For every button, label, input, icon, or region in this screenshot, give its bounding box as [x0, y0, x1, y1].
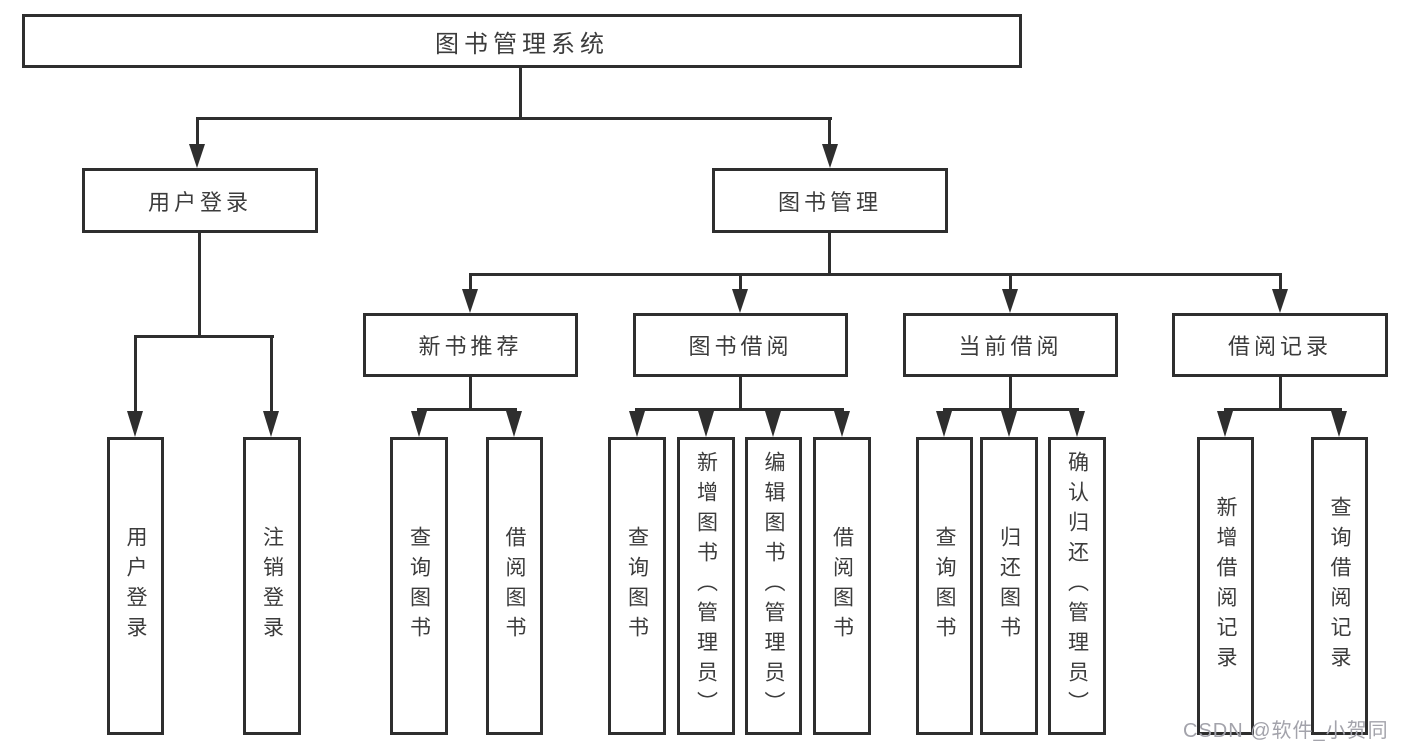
node-borrowing-records: 借阅记录 [1172, 313, 1388, 377]
node-book-management: 图书管理 [712, 168, 948, 233]
arrowhead-current-return-books [1001, 411, 1017, 437]
leaf-logout: 注销登录 [243, 437, 301, 735]
arrowhead-records-query-record [1331, 411, 1347, 437]
connector-current-borrowing-stem [1009, 377, 1012, 411]
connector-root-to-user-login [196, 117, 199, 146]
connector-user-login-stem [198, 233, 201, 337]
connector-book-borrowing-stem [739, 377, 742, 411]
leaf-current-confirm-return-admin-label: 确认归还（管理员） [1065, 451, 1089, 721]
arrowhead-newbooks-borrow-books [506, 411, 522, 437]
leaf-records-query-record: 查询借阅记录 [1311, 437, 1368, 735]
leaf-records-add-record-label: 新增借阅记录 [1214, 496, 1237, 676]
leaf-records-query-record-label: 查询借阅记录 [1328, 496, 1351, 676]
node-current-borrowing-label: 当前借阅 [958, 334, 1063, 359]
leaf-borrowing-edit-books-admin-label: 编辑图书（管理员） [762, 451, 785, 721]
node-book-management-label: 图书管理 [777, 189, 882, 215]
arrowhead-current-query-books [936, 411, 952, 437]
arrowhead-book-management [822, 144, 838, 168]
arrowhead-records-add-record [1217, 411, 1233, 437]
connector-root-crossbar [196, 117, 832, 120]
node-new-book-recommend-label: 新书推荐 [418, 334, 523, 359]
node-user-login-label: 用户登录 [147, 189, 252, 215]
connector-user-login-crossbar [134, 335, 274, 338]
arrowhead-current-borrowing [1002, 289, 1018, 313]
leaf-current-return-books: 归还图书 [980, 437, 1038, 735]
connector-borrowing-records-stem [1279, 377, 1282, 411]
connector-new-book-recommend-stem [469, 377, 472, 411]
connector-book-management-crossbar [469, 273, 1282, 276]
arrowhead-new-book-recommend [462, 289, 478, 313]
leaf-user-login-label: 用户登录 [124, 526, 147, 646]
connector-current-borrowing-crossbar [943, 408, 1079, 411]
leaf-borrowing-query-books-label: 查询图书 [625, 526, 649, 646]
leaf-newbooks-query-books-label: 查询图书 [407, 526, 431, 646]
connector-root-to-book-management [828, 117, 831, 146]
leaf-user-login: 用户登录 [107, 437, 164, 735]
node-book-borrowing: 图书借阅 [633, 313, 848, 377]
connector-to-leaf-logout [270, 335, 273, 413]
connector-root-stem [519, 68, 522, 117]
connector-book-management-stem [828, 233, 831, 276]
leaf-borrowing-borrow-books-label: 借阅图书 [830, 526, 854, 646]
arrowhead-leaf-logout [263, 411, 279, 437]
node-current-borrowing: 当前借阅 [903, 313, 1118, 377]
arrowhead-book-borrowing [732, 289, 748, 313]
leaf-borrowing-edit-books-admin: 编辑图书（管理员） [745, 437, 802, 735]
leaf-current-return-books-label: 归还图书 [997, 526, 1021, 646]
node-new-book-recommend: 新书推荐 [363, 313, 578, 377]
node-library-system: 图书管理系统 [22, 14, 1022, 68]
leaf-newbooks-borrow-books-label: 借阅图书 [503, 526, 526, 646]
arrowhead-leaf-user-login [127, 411, 143, 437]
arrowhead-borrowing-records [1272, 289, 1288, 313]
leaf-current-query-books: 查询图书 [916, 437, 973, 735]
connector-to-new-book-recommend [469, 273, 472, 291]
node-library-system-label: 图书管理系统 [435, 30, 609, 58]
leaf-newbooks-query-books: 查询图书 [390, 437, 448, 735]
leaf-records-add-record: 新增借阅记录 [1197, 437, 1254, 735]
leaf-current-confirm-return-admin: 确认归还（管理员） [1048, 437, 1106, 735]
connector-borrowing-records-crossbar [1224, 408, 1342, 411]
arrowhead-borrowing-query-books [629, 411, 645, 437]
leaf-borrowing-borrow-books: 借阅图书 [813, 437, 871, 735]
arrowhead-current-confirm-return [1069, 411, 1085, 437]
node-borrowing-records-label: 借阅记录 [1227, 334, 1332, 359]
arrowhead-borrowing-edit-books [765, 411, 781, 437]
leaf-logout-label: 注销登录 [260, 526, 284, 646]
leaf-borrowing-query-books: 查询图书 [608, 437, 666, 735]
arrowhead-user-login [189, 144, 205, 168]
node-book-borrowing-label: 图书借阅 [688, 334, 793, 359]
connector-to-leaf-user-login [134, 335, 137, 413]
connector-book-borrowing-crossbar [635, 408, 844, 411]
connector-new-book-recommend-crossbar [417, 408, 517, 411]
connector-to-book-borrowing [739, 273, 742, 291]
arrowhead-borrowing-borrow-books [834, 411, 850, 437]
leaf-borrowing-add-books-admin-label: 新增图书（管理员） [694, 451, 718, 721]
leaf-current-query-books-label: 查询图书 [933, 526, 956, 646]
leaf-newbooks-borrow-books: 借阅图书 [486, 437, 543, 735]
connector-to-current-borrowing [1009, 273, 1012, 291]
arrowhead-borrowing-add-books [698, 411, 714, 437]
leaf-borrowing-add-books-admin: 新增图书（管理员） [677, 437, 735, 735]
connector-to-borrowing-records [1279, 273, 1282, 291]
csdn-watermark: CSDN @软件_小贺同学 [1183, 720, 1389, 742]
node-user-login: 用户登录 [82, 168, 318, 233]
arrowhead-newbooks-query-books [411, 411, 427, 437]
